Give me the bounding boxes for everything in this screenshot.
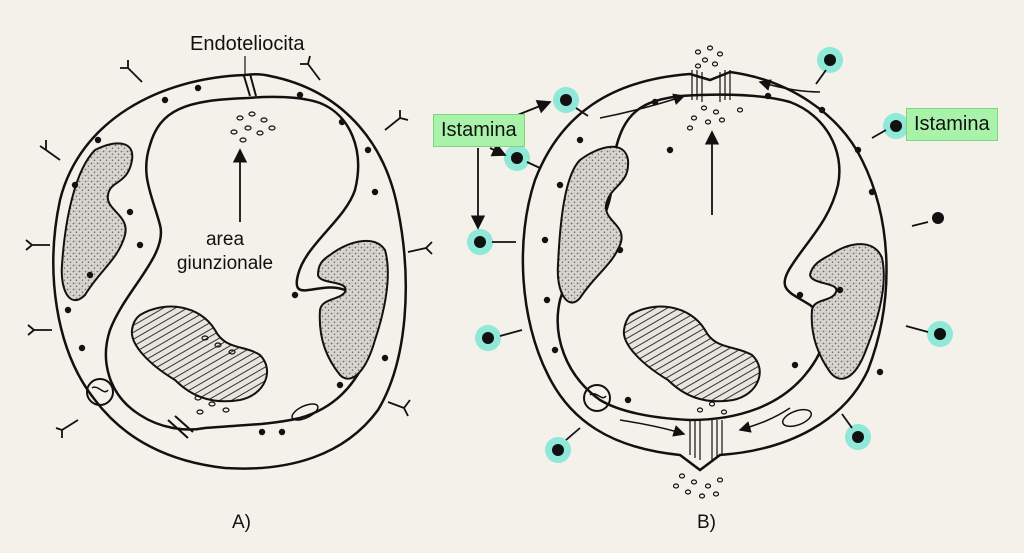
vesicle-a <box>291 403 319 421</box>
leaking-granules-b <box>672 45 744 499</box>
endothelial-cell-label: Endoteliocita <box>190 33 305 55</box>
contraction-arrows-b <box>599 79 821 437</box>
panel-b-label: B) <box>697 512 716 533</box>
nucleus-a-right <box>316 239 389 380</box>
nucleus-a-left <box>60 142 134 302</box>
panel-b-capillary <box>521 70 888 472</box>
histamine-label-left: Istamina <box>433 114 525 147</box>
nucleus-b-left <box>556 145 630 304</box>
red-cell-b <box>622 305 761 403</box>
mitochondrion-b <box>583 384 611 412</box>
histamine-label-right: Istamina <box>906 108 998 141</box>
junction-granules-a <box>194 111 276 415</box>
junction-bottom-a <box>167 415 194 439</box>
vesicle-b <box>781 408 813 428</box>
red-cell-a <box>130 305 269 403</box>
wall-dots-b <box>541 92 884 404</box>
panel-a-capillary <box>52 73 407 470</box>
mitochondrion-a <box>86 378 114 406</box>
junction-area-label-line1: area <box>205 229 245 250</box>
junction-top-a <box>243 73 257 97</box>
open-junction-bottom-b <box>689 420 723 460</box>
histamine-bound-receptor-icon <box>467 47 953 463</box>
receptor-y-icon <box>25 55 433 438</box>
wall-dots-a <box>64 84 389 436</box>
open-junction-top-b <box>691 70 731 102</box>
panel-a-label: A) <box>232 512 251 533</box>
nucleus-b-right <box>808 243 885 380</box>
junction-area-label-line2: giunzionale <box>176 253 274 274</box>
junction-area-label: area giunzionale <box>150 228 300 276</box>
